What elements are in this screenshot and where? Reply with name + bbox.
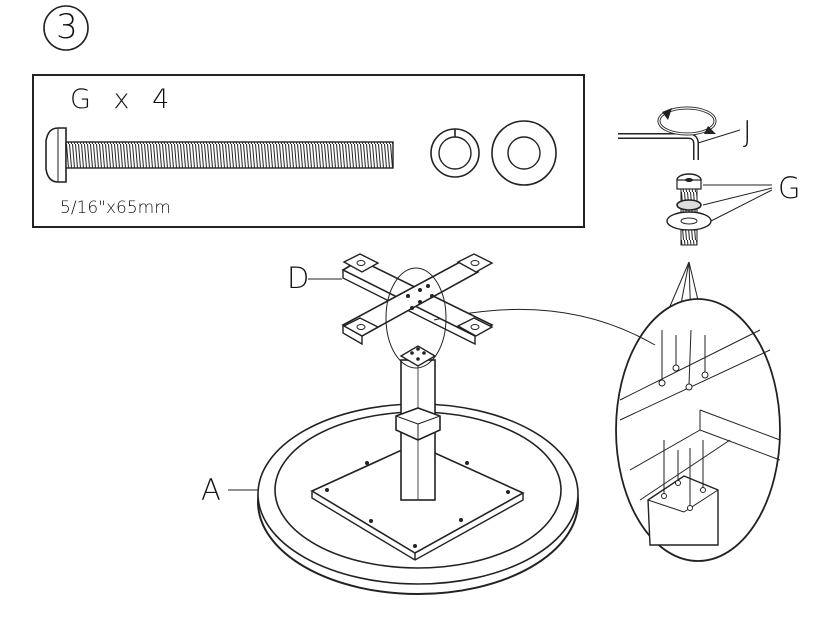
lock-washer [430, 128, 480, 178]
bolt-size-label: 5/16"x65mm [60, 198, 171, 218]
cross-bracket [308, 253, 494, 369]
step-number-circle [43, 5, 89, 51]
step-number: 3 [56, 7, 78, 47]
bolt-head [45, 127, 67, 183]
bolt-thread [65, 141, 394, 169]
parts-quantity-label: G x 4 [70, 84, 172, 115]
parts-box [32, 74, 585, 228]
callout-d: D [287, 261, 310, 295]
center-post [395, 345, 441, 501]
rotation-arrow-icon [657, 106, 717, 136]
callout-a: A [201, 473, 221, 507]
callout-j: J [743, 115, 752, 149]
bolt-stack [661, 173, 773, 331]
allen-key [618, 129, 741, 160]
flat-washer [491, 120, 557, 186]
callout-g: G [778, 171, 801, 205]
detail-view [615, 298, 781, 562]
